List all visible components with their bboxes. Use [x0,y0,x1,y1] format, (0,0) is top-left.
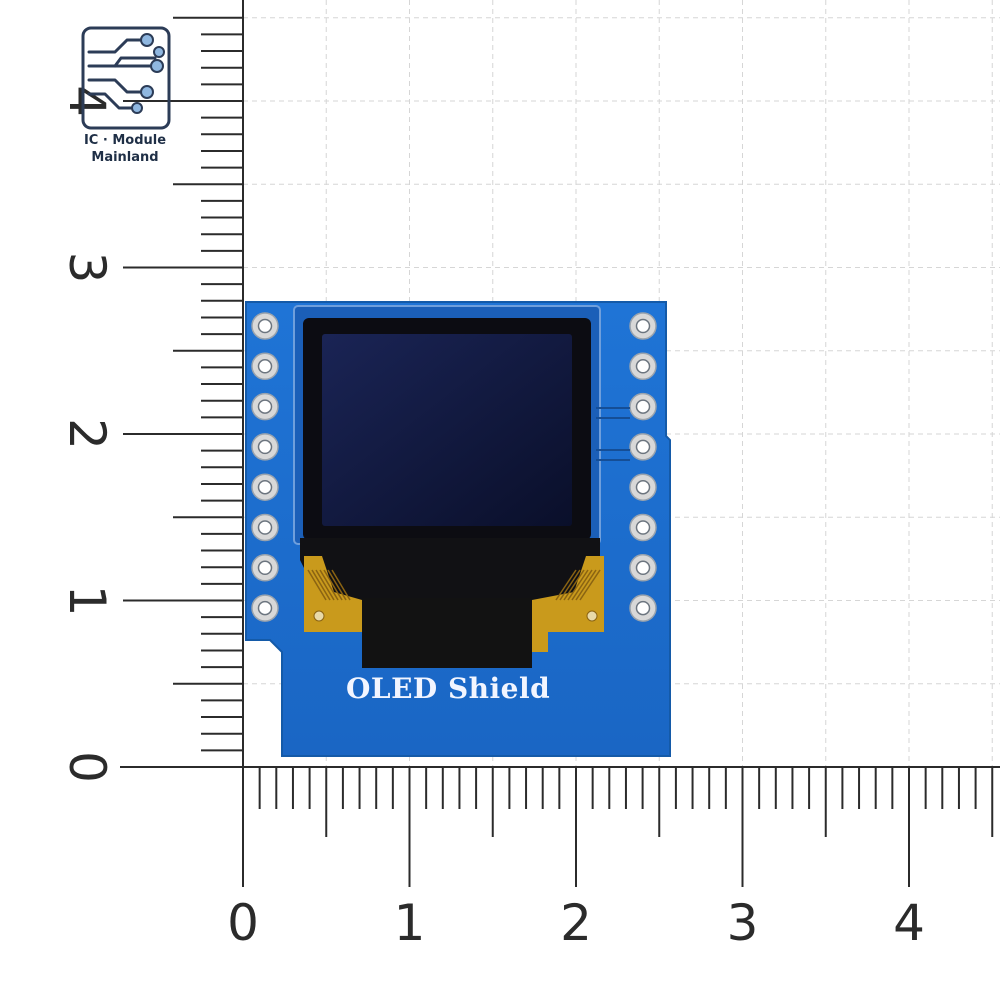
ruler-label-vertical: 1 [58,585,116,617]
header-pin-hole [257,399,273,414]
ruler-label-vertical: 2 [58,418,116,450]
ruler-label-vertical-group: 3 [58,252,116,284]
ruler-label-vertical-group: 1 [58,585,116,617]
ruler-label-vertical: 3 [58,252,116,284]
ruler-label-horizontal: 0 [227,894,259,952]
header-pin-hole [635,520,651,535]
header-pin-hole [635,439,651,455]
header-pin-hole [257,479,273,495]
oled-shield-board [245,301,671,757]
header-pin-hole [257,359,273,374]
flex-trace [567,569,589,601]
flex-trace [579,569,601,601]
oled-screen [322,334,572,526]
header-pin-hole [635,359,651,374]
flex-hole-right [586,610,598,622]
header-pin-hole [257,600,273,616]
flex-trace [319,569,339,601]
flex-hole-left [313,610,325,622]
header-pin-hole [257,318,273,334]
ruler-label-horizontal: 3 [727,894,759,952]
ruler-label-vertical: 4 [58,85,116,117]
flex-trace [307,569,327,601]
ruler-label-horizontal: 2 [560,894,592,952]
ruler-label-vertical-group: 2 [58,418,116,450]
board-silkscreen-label: OLED Shield [346,672,551,705]
vertical-ruler [123,16,243,768]
header-pin-hole [257,439,273,455]
flex-trace [311,569,331,601]
ruler-label-horizontal: 4 [893,894,925,952]
flex-trace [327,569,347,601]
ruler-label-vertical-group: 0 [58,751,116,783]
ruler-label-horizontal: 1 [394,894,426,952]
left-header-pins [251,312,279,622]
brand-name-line2: Mainland [91,150,159,165]
circuit-logo-icon [81,26,171,130]
flex-trace [315,569,335,601]
header-pin-hole [635,479,651,495]
flex-trace [323,569,343,601]
header-pin-hole [257,520,273,535]
pcb-edge [245,301,671,757]
pin-traces [596,407,630,461]
header-pin-hole [635,560,651,576]
horizontal-ruler-labels: 0 1 2 3 4 [227,894,925,952]
brand-logo: IC · Module Mainland [72,22,178,166]
header-pin-hole [635,318,651,334]
header-pin-hole [257,560,273,576]
vertical-ruler-labels: 0 1 2 3 4 [58,85,116,783]
right-header-pins [629,312,657,622]
flex-trace [563,569,585,601]
header-pin-hole [635,600,651,616]
flex-trace [571,569,593,601]
flex-traces [307,569,601,601]
brand-name-line1: IC · Module [83,133,167,148]
header-pin-hole [635,399,651,414]
ruler-label-vertical-group: 4 [58,85,116,117]
flex-trace [555,569,577,601]
flex-trace [559,569,581,601]
ruler-label-vertical: 0 [58,751,116,783]
flex-trace [331,569,351,601]
flex-cable [362,598,532,668]
flex-trace [575,569,597,601]
